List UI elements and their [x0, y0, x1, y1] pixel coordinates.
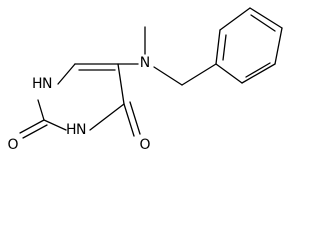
bond-n3-c2 [43, 119, 67, 131]
bond-n-ch2 [153, 66, 183, 86]
bond-ch2-phenyl [181, 63, 217, 86]
bond-ph-c6-c1 [215, 29, 221, 65]
bond-n1-c6 [57, 63, 76, 85]
atom-o4: O [139, 137, 150, 153]
atom-n-methyl: N [140, 55, 150, 71]
bonds [19, 7, 283, 139]
bond-ph-c2-c3 [241, 63, 276, 84]
atom-n1-n: N [42, 76, 52, 92]
bond-ph-inner-3 [250, 14, 276, 32]
bond-ph-inner-1 [222, 34, 227, 61]
bond-ph-c1-c2 [215, 63, 243, 84]
bond-ph-c4-c5 [249, 7, 283, 29]
bond-c2-o2-double [22, 124, 48, 139]
bond-ph-c5-c6 [219, 7, 251, 31]
atom-n3-h: H [66, 122, 77, 138]
bond-c4-o4 [123, 103, 135, 137]
bond-c4-n3 [89, 103, 125, 131]
atom-n1-h: H [32, 76, 43, 92]
bond-ph-c3-c4 [274, 27, 283, 65]
atom-o2: O [7, 137, 18, 153]
chemical-structure-diagram: N H N H N O O [7, 7, 283, 153]
bond-ph-inner-2 [245, 62, 271, 78]
bond-c2-n1 [37, 99, 45, 121]
bond-c2-o2 [19, 119, 45, 134]
atom-n3-n: N [76, 122, 86, 138]
atom-labels: N H N H N O O [7, 55, 150, 153]
bond-c4-o4-double [129, 101, 141, 135]
bond-c5-c4 [117, 63, 125, 105]
